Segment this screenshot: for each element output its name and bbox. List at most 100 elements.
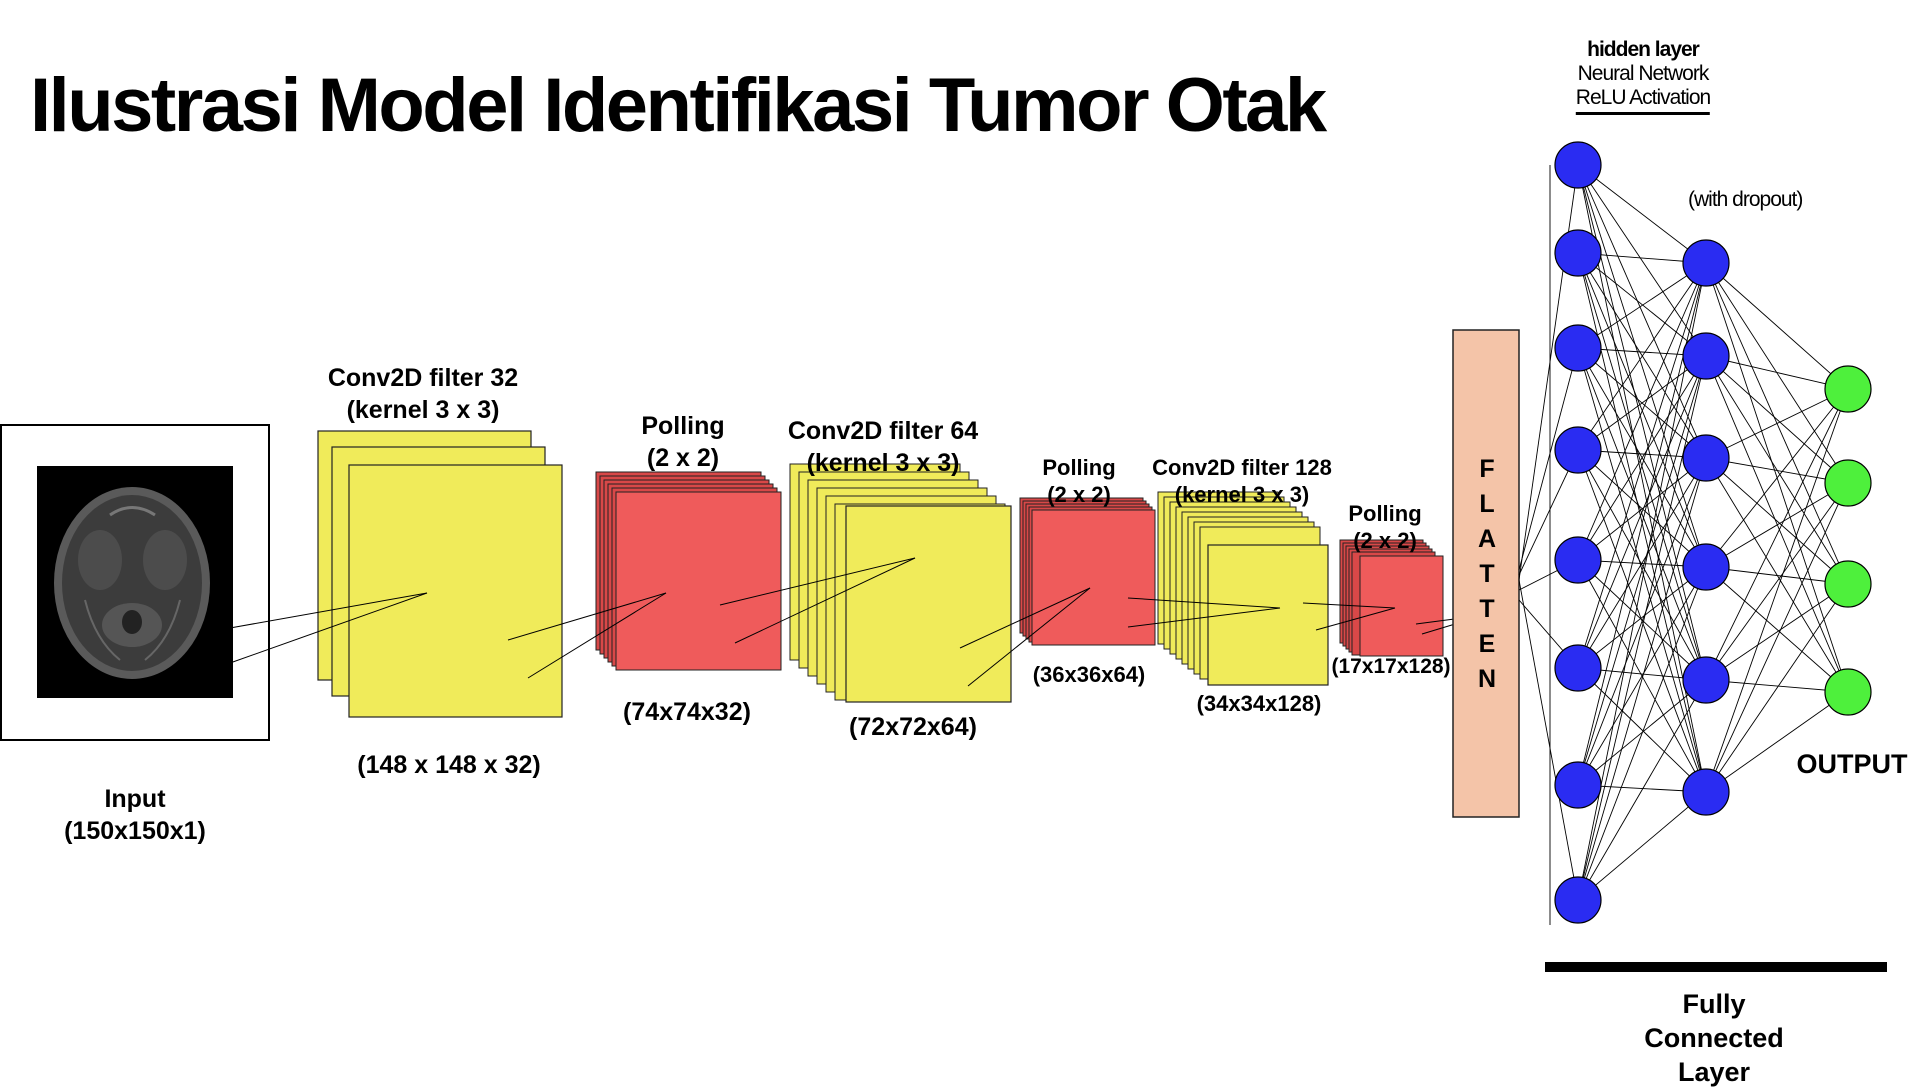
flatten-letter: T	[1479, 595, 1495, 623]
fc-edges	[1577, 164, 1849, 901]
fc-edge	[1705, 262, 1849, 390]
pool1-shape: (74x74x32)	[623, 698, 751, 726]
fc-edge	[1577, 355, 1707, 901]
pool1-stack	[595, 471, 782, 671]
flatten-letter: L	[1479, 490, 1495, 518]
fc-edge	[1705, 482, 1849, 681]
fc-edge	[1577, 262, 1707, 669]
flatten-edge	[1518, 347, 1579, 571]
fc-edge	[1577, 355, 1707, 669]
fc-edge	[1705, 355, 1849, 484]
output-node	[1824, 459, 1872, 507]
conv1-shape: (148 x 148 x 32)	[357, 751, 541, 779]
conv2-shape: (72x72x64)	[849, 713, 977, 741]
fc-edge	[1577, 252, 1707, 357]
output-node	[1824, 560, 1872, 608]
output-node	[1824, 668, 1872, 716]
fc-edge	[1577, 449, 1707, 681]
conv3-label: Conv2D filter 128(kernel 3 x 3)	[1152, 454, 1332, 508]
fc-edge	[1705, 482, 1849, 793]
page-title: Ilustrasi Model Identifikasi Tumor Otak	[30, 63, 1327, 148]
fc-edge	[1577, 457, 1707, 669]
hidden1-node	[1554, 426, 1602, 474]
fc-edge	[1705, 566, 1849, 585]
fc-edge	[1705, 583, 1849, 681]
fc-edge	[1705, 355, 1849, 693]
fc-edge	[1577, 252, 1707, 459]
fc-edge	[1705, 457, 1849, 693]
fc-nodes	[1554, 141, 1872, 924]
fc-edge	[1577, 791, 1707, 901]
fc-edge	[1577, 457, 1707, 561]
pool3-stack	[1339, 539, 1444, 657]
hidden-layer-subtitle1: Neural Network	[1577, 62, 1710, 86]
pool2-stack	[1019, 497, 1156, 646]
fc-edge	[1577, 457, 1707, 786]
hidden1-node	[1554, 229, 1602, 277]
fc-edge	[1577, 566, 1707, 901]
fc-edge	[1577, 164, 1707, 264]
pool3-label: Polling(2 x 2)	[1348, 500, 1422, 554]
fc-section-bar	[1545, 962, 1887, 972]
flatten-edge	[1518, 579, 1579, 901]
hidden-layer-label: hidden layer Neural Network ReLU Activat…	[1575, 38, 1711, 116]
fc-edge	[1577, 262, 1707, 561]
hidden2-node	[1682, 543, 1730, 591]
hidden1-node	[1554, 876, 1602, 924]
fc-edge	[1577, 457, 1707, 901]
fc-edge	[1577, 262, 1707, 451]
fc-edge	[1705, 388, 1849, 568]
hidden1-node	[1554, 536, 1602, 584]
flatten-letter: E	[1478, 630, 1496, 658]
fc-edge	[1705, 355, 1849, 585]
dropout-note: (with dropout)	[1688, 188, 1803, 211]
hidden2-node	[1682, 239, 1730, 287]
fc-edge	[1577, 566, 1707, 669]
fc-edge	[1705, 457, 1849, 585]
hidden-layer-subtitle2: ReLU Activation	[1575, 86, 1711, 116]
fc-edge	[1577, 679, 1707, 901]
flatten-letter: A	[1477, 525, 1497, 553]
hidden-layer-title: hidden layer	[1587, 38, 1700, 61]
hidden2-node	[1682, 656, 1730, 704]
fc-edge	[1577, 566, 1707, 786]
fc-edge	[1577, 355, 1707, 451]
pool2-label: Polling(2 x 2)	[1042, 454, 1116, 508]
fc-edge	[1705, 566, 1849, 693]
pool1-label: Polling(2 x 2)	[641, 412, 725, 472]
hidden1-node	[1554, 141, 1602, 189]
output-node	[1824, 365, 1872, 413]
hidden1-node	[1554, 761, 1602, 809]
fc-edge	[1705, 355, 1849, 390]
fc-edge	[1577, 164, 1707, 357]
fc-edge	[1705, 262, 1849, 484]
hidden1-node	[1554, 644, 1602, 692]
fc-edge	[1705, 679, 1849, 693]
fc-edge	[1577, 252, 1707, 568]
fc-edge	[1577, 355, 1707, 561]
fc-edge	[1577, 559, 1707, 681]
flatten-edge	[1518, 164, 1579, 581]
hidden2-node	[1682, 768, 1730, 816]
input-label: Input(150x150x1)	[64, 785, 206, 845]
flatten-box	[1452, 329, 1520, 818]
fc-edge	[1705, 388, 1849, 793]
fc-edge	[1577, 347, 1707, 681]
fc-edge	[1705, 583, 1849, 793]
conv3-shape: (34x34x128)	[1196, 691, 1322, 716]
fc-edge	[1577, 667, 1707, 793]
hidden2-node	[1682, 332, 1730, 380]
hidden2-node	[1682, 434, 1730, 482]
pool2-shape: (36x36x64)	[1032, 662, 1146, 687]
conv2-stack	[789, 463, 1012, 703]
output-label: OUTPUT	[1796, 749, 1908, 779]
conv1-stack	[317, 430, 563, 718]
hidden1-node	[1554, 324, 1602, 372]
flatten-letter: N	[1477, 665, 1497, 693]
fc-edge	[1577, 355, 1707, 786]
fc-edge	[1705, 482, 1849, 568]
fc-edge	[1577, 164, 1707, 568]
conv3-stack	[1157, 491, 1329, 686]
pool3-shape: (17x17x128)	[1331, 655, 1451, 678]
